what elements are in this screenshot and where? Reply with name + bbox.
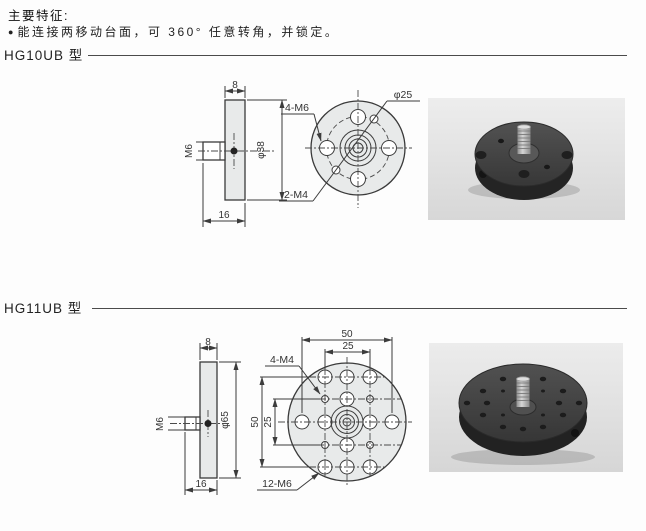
dim-stud-m6: M6 [155,417,166,431]
hg10ub-product [468,121,580,200]
hg10ub-drawing: 8 φ38 M6 16 [184,80,420,227]
dim-stud-m6: M6 [184,144,195,158]
section-rule [88,55,627,56]
dim-vspan-50: 50 [250,416,261,428]
label-4-m6: 4-M6 [285,102,309,114]
label-4-m4: 4-M4 [270,354,294,366]
center-pin [204,420,212,427]
feature-text: 能连接两移动台面，可 360° 任意转角，并锁定。 [17,25,340,39]
hg11ub-drawing: 8 φ65 M6 16 [155,329,412,495]
hg11ub-front-view: 50 25 50 25 4-M4 12-M6 [250,329,412,491]
label-2-m4: 2-M4 [284,189,308,201]
hg10ub-side-view: 8 φ38 M6 16 [184,80,287,227]
dim-span-50: 50 [341,329,353,340]
dim-half-25: 25 [342,341,354,352]
label-12-m6: 12-M6 [262,478,292,490]
dim-thickness-8: 8 [205,337,211,348]
feature-line: ●能连接两移动台面，可 360° 任意转角，并锁定。 [8,23,339,40]
hg10ub-front-view: 4-M6 φ25 2-M4 [279,89,420,208]
label-phi25: φ25 [394,89,413,101]
dim-total-16: 16 [195,479,207,490]
dim-total-16: 16 [218,210,230,221]
hg11ub-side-view: 8 φ65 M6 16 [155,337,241,495]
hg11ub-photo [429,343,623,477]
hg11ub-product [451,363,595,465]
bullet-icon: ● [8,27,14,37]
dim-diameter-65: φ65 [220,411,231,429]
section-title-hg11ub: HG11UB 型 [4,301,83,316]
center-pin [230,147,238,155]
dim-diameter-38: φ38 [256,141,267,159]
section-rule [92,308,627,309]
section-title-hg10ub: HG10UB 型 [4,48,84,63]
features-title: 主要特征: [8,9,69,23]
dim-thickness-8: 8 [232,80,238,91]
hg10ub-photo [428,98,625,225]
dim-vhalf-25: 25 [263,416,274,428]
